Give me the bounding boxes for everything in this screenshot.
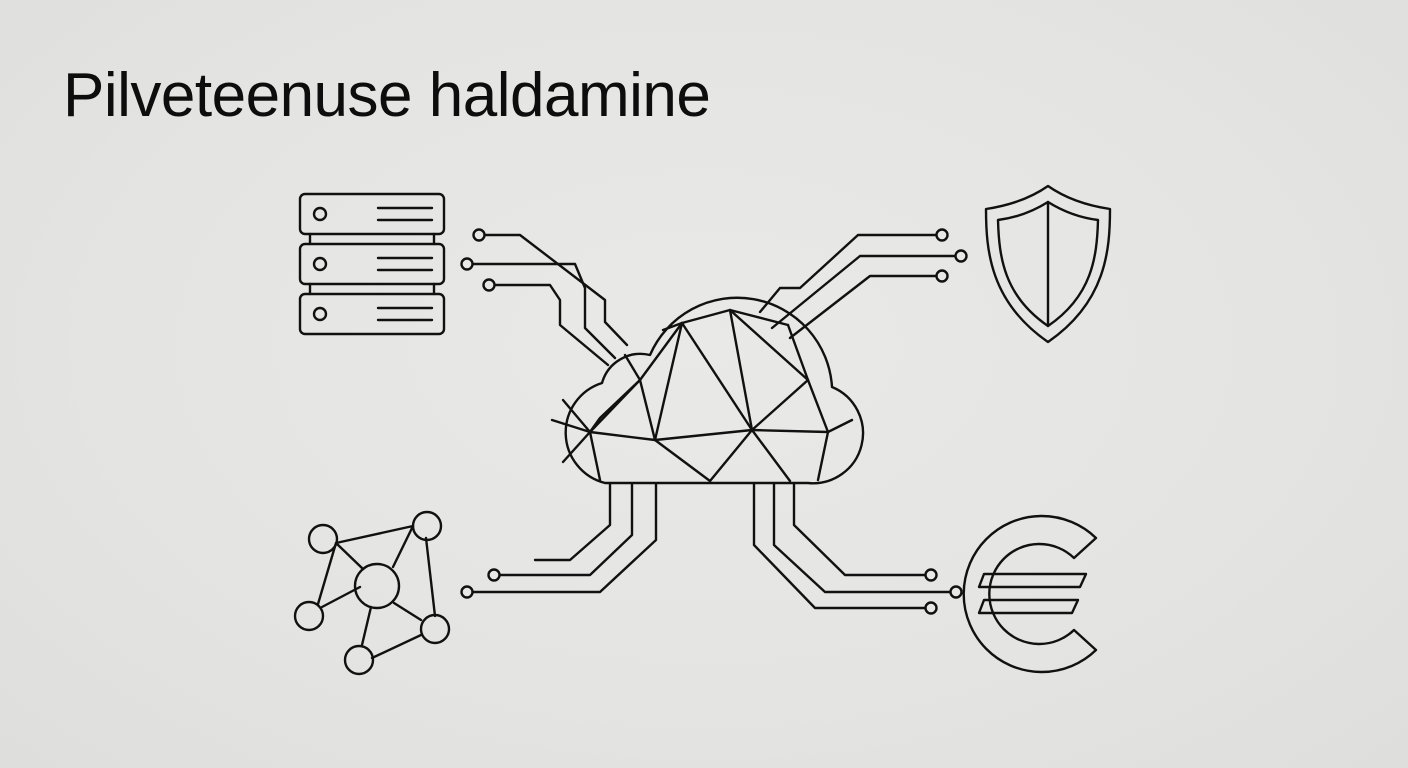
connector-network	[462, 484, 657, 598]
euro-icon	[964, 516, 1096, 672]
connector-servers	[462, 230, 628, 366]
page-title: Pilveteenuse haldamine	[63, 61, 711, 130]
connector-security	[760, 230, 967, 339]
cloud-icon	[552, 298, 863, 483]
connector-cost	[754, 484, 962, 614]
network-graph-icon	[295, 512, 449, 674]
shield-icon	[986, 186, 1110, 342]
server-rack-icon	[300, 194, 444, 334]
